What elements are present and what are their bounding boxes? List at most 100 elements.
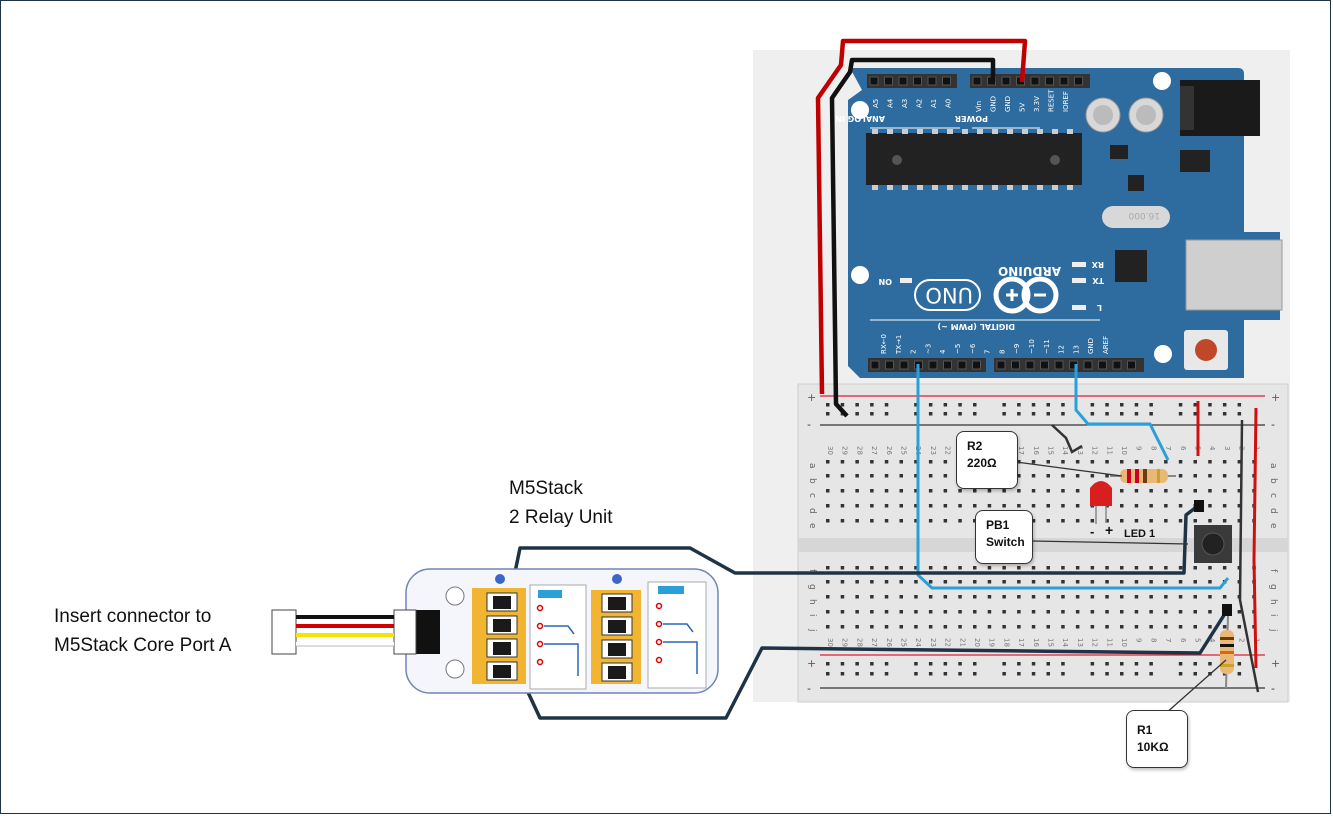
breadboard-hole: [1075, 489, 1080, 493]
breadboard-hole: [1075, 610, 1080, 614]
rail-hole: [884, 672, 889, 676]
rail-hole: [1017, 672, 1021, 676]
chip-leg: [1052, 185, 1058, 190]
breadboard-hole: [1075, 474, 1080, 478]
row-letter: j: [807, 628, 817, 632]
breadboard-hole: [943, 489, 948, 493]
breadboard-hole: [928, 504, 933, 508]
breadboard-hole: [1193, 460, 1197, 464]
pin-label: 7: [984, 350, 992, 354]
breadboard-hole: [1046, 580, 1050, 584]
breadboard-hole: [1061, 595, 1065, 599]
breadboard-hole: [1193, 566, 1197, 570]
chip-leg: [932, 129, 938, 134]
screw-terminal-slot: [608, 643, 626, 656]
breadboard-hole: [1178, 519, 1183, 523]
breadboard-hole: [1149, 610, 1153, 614]
column-number: 30: [826, 446, 834, 455]
breadboard-hole: [973, 595, 977, 599]
wire-black-rail-right: [1238, 419, 1260, 693]
rail-hole: [973, 662, 977, 666]
rail-hole: [943, 672, 948, 676]
rail-hole: [1237, 672, 1242, 676]
breadboard-hole: [1134, 489, 1139, 493]
breadboard-hole: [1237, 460, 1242, 464]
breadboard-hole: [1208, 566, 1212, 570]
breadboard-hole: [1222, 519, 1227, 523]
column-number: 19: [988, 638, 996, 647]
rail-hole: [1237, 412, 1242, 416]
rail-hole: [870, 403, 874, 407]
column-number: 8: [1149, 638, 1157, 642]
chip-leg: [962, 185, 968, 190]
breadboard-hole: [1061, 474, 1065, 478]
breadboard-hole: [1002, 595, 1006, 599]
breadboard-hole: [1120, 489, 1124, 493]
column-number: 4: [1208, 446, 1216, 451]
rail-hole: [914, 672, 918, 676]
rail-hole: [1017, 403, 1021, 407]
breadboard-hole: [928, 460, 933, 464]
mounting-hole: [1154, 345, 1172, 363]
breadboard-hole: [1237, 519, 1242, 523]
column-number: 7: [1164, 638, 1172, 642]
breadboard-hole: [884, 519, 889, 523]
rail-hole: [826, 403, 830, 407]
breadboard-hole: [1164, 460, 1168, 464]
breadboard-hole: [1164, 595, 1168, 599]
column-number: 20: [973, 638, 981, 647]
column-number: 22: [944, 446, 952, 455]
svg-text:-: -: [807, 682, 811, 695]
screw-terminal-slot: [608, 597, 626, 610]
mounting-hole: [851, 266, 869, 284]
column-number: 25: [900, 446, 908, 455]
rail-hole: [840, 403, 845, 407]
column-number: 6: [1179, 638, 1187, 643]
rail-hole: [1031, 412, 1036, 416]
row-letter: c: [807, 493, 817, 498]
rail-hole: [914, 403, 918, 407]
relay-unit-label: M5Stack 2 Relay Unit: [509, 474, 613, 532]
breadboard-hole: [914, 489, 918, 493]
callout-r1: R1 10KΩ: [1126, 710, 1188, 768]
rail-hole: [1002, 403, 1006, 407]
breadboard-hole: [870, 519, 874, 523]
breadboard-hole: [884, 504, 889, 508]
power-label: POWER: [955, 114, 988, 123]
chip-leg: [962, 129, 968, 134]
column-number: 5: [1194, 638, 1202, 642]
column-number: 29: [841, 446, 849, 455]
rail-hole: [1105, 672, 1109, 676]
breadboard-hole: [840, 460, 845, 464]
pin-label: A4: [887, 98, 895, 108]
breadboard-hole: [914, 474, 918, 478]
breadboard-hole: [840, 519, 845, 523]
column-number: 15: [1047, 638, 1055, 647]
breadboard-hole: [1222, 566, 1227, 570]
column-number: 27: [870, 638, 878, 647]
connector-label-line2: M5Stack Core Port A: [54, 635, 232, 656]
breadboard-hole: [1164, 566, 1168, 570]
breadboard-hole: [826, 595, 830, 599]
breadboard-hole: [1178, 566, 1183, 570]
rail-hole: [958, 412, 962, 416]
rail-hole: [1208, 412, 1212, 416]
digital-label: DIGITAL (PWM ~): [937, 322, 1015, 331]
breadboard-hole: [826, 504, 830, 508]
header-pin: [1083, 360, 1093, 370]
breadboard-hole: [870, 474, 874, 478]
digital-header-low: [868, 358, 986, 372]
breadboard-hole: [1105, 580, 1109, 584]
breadboard-hole: [899, 580, 903, 584]
chip-leg: [977, 129, 983, 134]
breadboard-hole: [1075, 625, 1080, 629]
breadboard-hole: [1061, 519, 1065, 523]
breadboard-hole: [1164, 489, 1168, 493]
rail-hole: [826, 672, 830, 676]
column-number: 11: [1105, 446, 1113, 455]
breadboard-hole: [1090, 610, 1095, 614]
chip-leg: [872, 129, 878, 134]
breadboard-hole: [1193, 489, 1197, 493]
breadboard-hole: [958, 566, 962, 570]
header-pin: [913, 76, 922, 86]
